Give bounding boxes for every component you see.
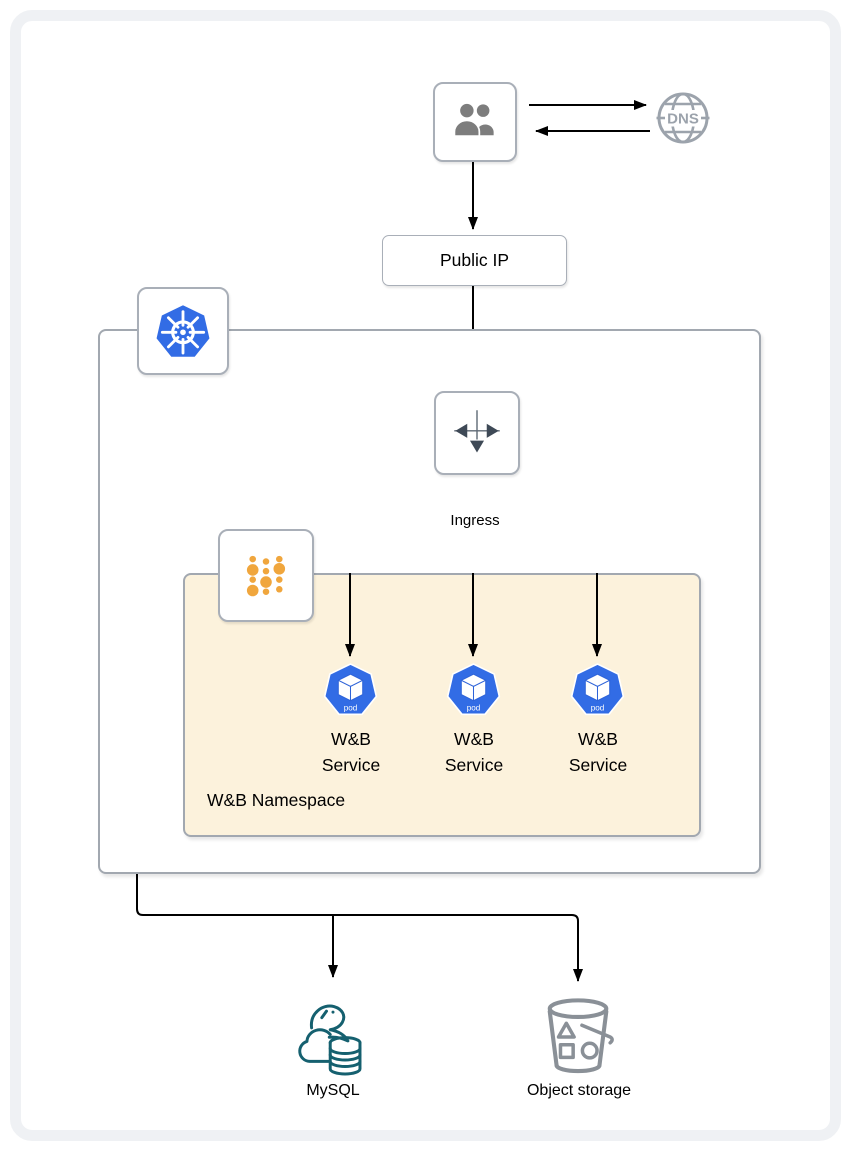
public-ip-node: Public IP (382, 235, 567, 286)
object-storage-label: Object storage (526, 1082, 632, 1099)
ingress-label: Ingress (450, 512, 500, 529)
bucket-icon (547, 998, 614, 1074)
pod-node-2: pod (445, 661, 502, 720)
public-ip-label: Public IP (439, 250, 510, 270)
dns-text: DNS (667, 111, 699, 128)
pod-badge-text: pod (591, 703, 605, 712)
pod-badge-text: pod (467, 703, 481, 712)
kubernetes-node (137, 287, 229, 375)
namespace-icon-node (218, 529, 314, 622)
kubernetes-icon (155, 303, 211, 358)
ingress-node (434, 391, 520, 475)
pod-badge-text: pod (344, 703, 358, 712)
dns-globe-icon: DNS (656, 92, 710, 144)
pod-node-3: pod (569, 661, 626, 720)
pod-icon: pod (323, 663, 378, 716)
pod-icon: pod (570, 663, 625, 716)
users-icon (453, 102, 496, 137)
ingress-icon (454, 410, 500, 453)
object-storage-node (540, 993, 618, 1077)
pod-label-3: W&B Service (568, 729, 628, 775)
namespace-label: W&B Namespace (207, 790, 346, 810)
mysql-icon (298, 1004, 362, 1076)
pod-label-2: W&B Service (444, 729, 504, 775)
mysql-node (291, 1000, 375, 1080)
pod-node-1: pod (322, 661, 379, 720)
mysql-label: MySQL (306, 1082, 360, 1099)
namespace-dots-icon (246, 555, 286, 596)
users-node (433, 82, 517, 162)
pod-icon: pod (446, 663, 501, 716)
pod-label-1: W&B Service (321, 729, 381, 775)
dns-node: DNS (655, 90, 711, 146)
